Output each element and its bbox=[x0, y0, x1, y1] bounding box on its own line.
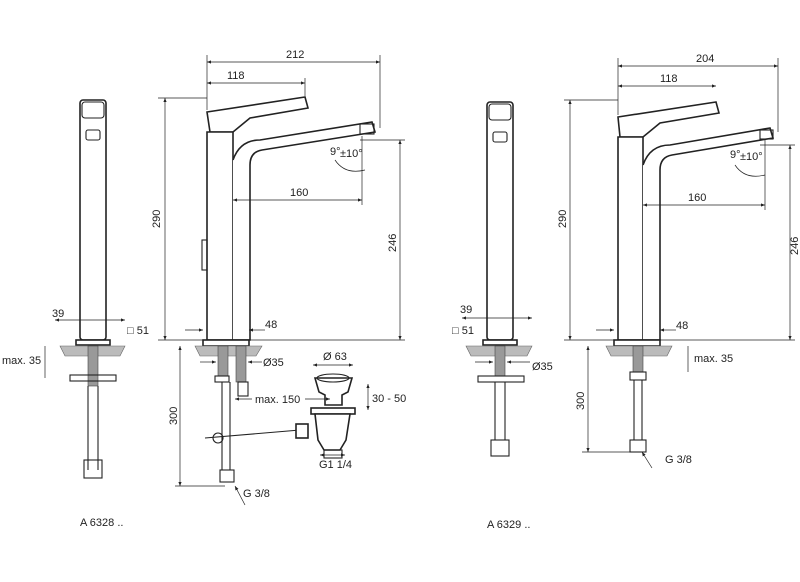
dim-angle-9: 9° bbox=[330, 146, 341, 158]
a6329-side-view: 39 □ 51 Ø35 A 6329 .. bbox=[452, 101, 553, 531]
dim-160-b: 160 bbox=[688, 192, 706, 204]
a6328-front-view: 212 118 290 246 160 9° ±10° 48 Ø35 300 m… bbox=[151, 49, 406, 506]
dim-160: 160 bbox=[290, 187, 308, 199]
dim-300-b: 300 bbox=[575, 392, 587, 410]
dim-square-51-b: □ 51 bbox=[452, 325, 474, 337]
dim-212: 212 bbox=[286, 49, 304, 61]
dim-204: 204 bbox=[696, 53, 714, 65]
a6328-side-view: 39 □ 51 max. 35 A 6328 .. bbox=[2, 99, 149, 529]
model-label-a6328: A 6328 .. bbox=[80, 517, 123, 529]
dim-300: 300 bbox=[168, 407, 180, 425]
model-label-a6329: A 6329 .. bbox=[487, 519, 530, 531]
dim-39-b: 39 bbox=[460, 304, 472, 316]
dim-waste-63: Ø 63 bbox=[323, 351, 347, 363]
dim-246-b: 246 bbox=[789, 237, 800, 255]
dim-290: 290 bbox=[151, 210, 163, 228]
dim-118: 118 bbox=[227, 70, 245, 82]
dim-angle-9-b: 9° bbox=[730, 149, 741, 161]
dim-max-35: max. 35 bbox=[2, 355, 41, 367]
dim-48: 48 bbox=[265, 319, 277, 331]
dim-angle-10: ±10° bbox=[340, 148, 363, 160]
dim-hole-35: Ø35 bbox=[263, 357, 284, 369]
dim-thread-g38: G 3/8 bbox=[243, 488, 270, 500]
dim-hole-35-b: Ø35 bbox=[532, 361, 553, 373]
dim-angle-10-b: ±10° bbox=[740, 151, 763, 163]
dim-thread-g38-b: G 3/8 bbox=[665, 454, 692, 466]
dim-thread-g114: G1 1/4 bbox=[319, 459, 352, 471]
dim-48-b: 48 bbox=[676, 320, 688, 332]
dim-39: 39 bbox=[52, 308, 64, 320]
dim-range-30-50: 30 - 50 bbox=[372, 393, 406, 405]
a6329-front-view: 204 118 290 246 160 9° ±10° 48 max. 35 3… bbox=[557, 53, 800, 469]
dim-max-35-b: max. 35 bbox=[694, 353, 733, 365]
dim-118-b: 118 bbox=[660, 73, 678, 85]
dim-max-150: max. 150 bbox=[255, 394, 300, 406]
dim-246: 246 bbox=[387, 234, 399, 252]
dim-290-b: 290 bbox=[557, 210, 569, 228]
dim-square-51: □ 51 bbox=[127, 325, 149, 337]
